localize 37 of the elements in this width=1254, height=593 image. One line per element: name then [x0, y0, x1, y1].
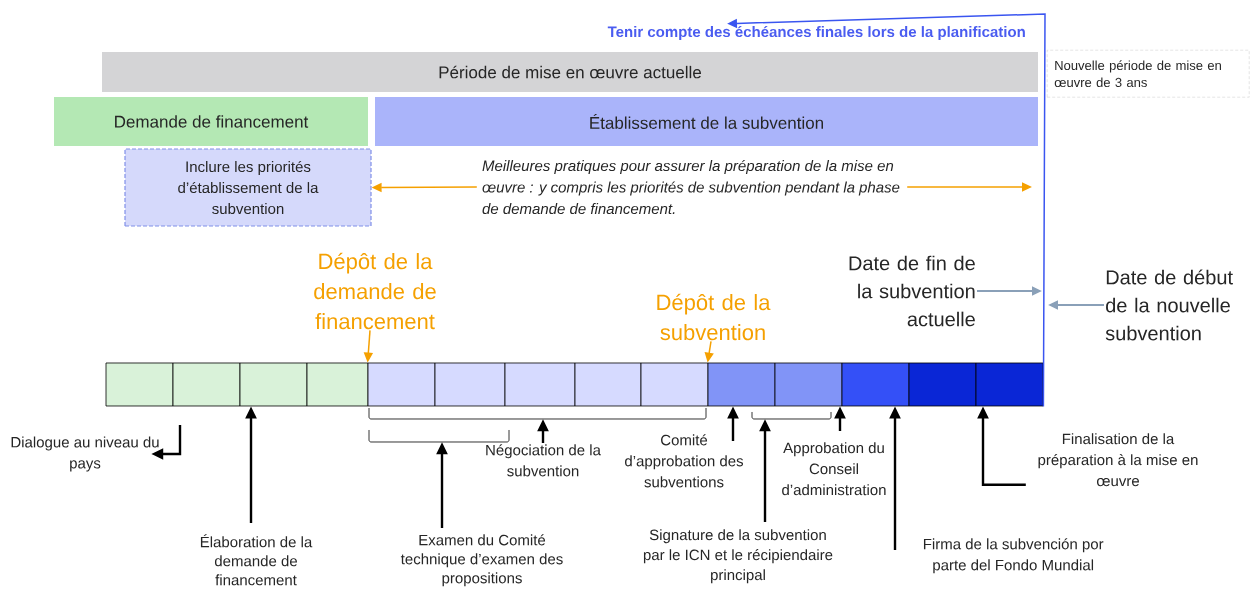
milestone-label: Dépôt de la demande de financement: [314, 252, 436, 330]
timeline-cell: [640, 362, 709, 407]
step-label: Examen du Comité technique d’examen des propositions: [400, 534, 563, 587]
timeline-cell: [908, 362, 977, 407]
step-label: Comité d’approbation des subventions: [625, 434, 744, 488]
date-label: Date de fin de la subvention actuelle: [849, 255, 975, 327]
timeline-cell: [239, 362, 308, 407]
planning-note: Tenir compte des échéances finales lors de la planification: [607, 25, 1025, 41]
timeline-cell: [306, 362, 369, 407]
timeline-cell: [841, 362, 910, 407]
phase-bar: Demande de financement: [54, 97, 368, 146]
timeline-cell: [172, 362, 241, 407]
phase-bar: Établissement de la subvention: [375, 97, 1038, 146]
timeline-cell: [434, 362, 506, 407]
step-label: Négociation de la subvention: [486, 444, 601, 477]
dashed-box: Nouvelle période de mise en œuvre de 3 ans: [1047, 50, 1250, 98]
dashed-box: Inclure les priorités d’établissement de la subvention: [124, 148, 372, 227]
timeline-cell: [707, 362, 776, 407]
step-label: Élaboration de la demande de financement: [200, 534, 313, 586]
step-label: Firma de la subvención por parte del Fondo Mundial: [923, 538, 1104, 574]
bracket: [368, 429, 510, 443]
step-label: Approbation du Conseil d’administration: [782, 442, 886, 496]
phase-bar: Période de mise en œuvre actuelle: [102, 52, 1038, 92]
timeline-cell: [367, 362, 436, 407]
timeline-cell: [574, 362, 642, 407]
timeline-cell: [105, 362, 174, 407]
timeline-cell: [975, 362, 1044, 407]
bracket: [368, 407, 707, 420]
bracket: [751, 411, 832, 420]
date-label: Date de début de la nouvelle subvention: [1105, 269, 1233, 341]
step-label: Signature de la subvention par le ICN et le récipiendaire principal: [643, 529, 833, 584]
step-label: Dialogue au niveau du pays: [11, 436, 159, 472]
milestone-label: Dépôt de la subvention: [657, 293, 771, 341]
timeline-cell: [774, 362, 843, 407]
step-label: Finalisation de la préparation à la mise en œuvre: [1038, 433, 1198, 487]
note-text: Meilleures pratiques pour assurer la préparation de la mise en œuvre : y compris les priorités de subvention pendant la phase de demande de financement.: [482, 159, 900, 215]
timeline-cell: [504, 362, 576, 407]
